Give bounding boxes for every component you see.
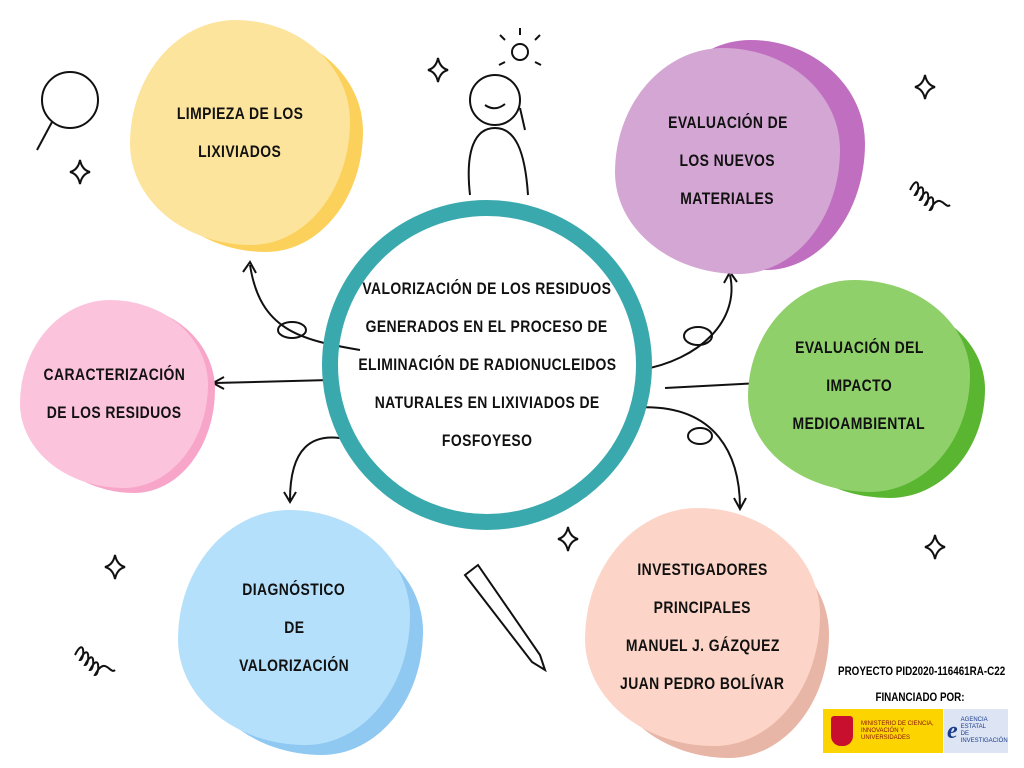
- node-label: VALORIZACIÓN: [239, 655, 349, 675]
- node-diagnostico[interactable]: DIAGNÓSTICO DE VALORIZACIÓN: [178, 510, 428, 755]
- node-caracterizacion[interactable]: CARACTERIZACIÓN DE LOS RESIDUOS: [20, 300, 215, 495]
- coat-of-arms-icon: [831, 716, 853, 746]
- agency-name: AGENCIA ESTATAL DE INVESTIGACIÓN: [960, 717, 1008, 744]
- agency-logo: e AGENCIA ESTATAL DE INVESTIGACIÓN: [944, 709, 1008, 753]
- funded-by-label: FINANCIADO POR:: [875, 690, 965, 704]
- squiggle-icon: [909, 181, 951, 212]
- node-limpieza[interactable]: LIMPIEZA DE LOS LIXIVIADOS: [130, 20, 365, 252]
- node-label: DIAGNÓSTICO: [242, 579, 346, 599]
- arrow-diagnostico: [289, 436, 351, 501]
- arrow-caracterizacion: [214, 379, 331, 384]
- node-impacto[interactable]: EVALUACIÓN DEL IMPACTO MEDIOAMBIENTAL: [748, 280, 988, 500]
- center-line: GENERADOS EN EL PROCESO DE: [365, 317, 608, 336]
- ministry-logo: MINISTERIO DE CIENCIA, INNOVACIÓN Y UNIV…: [823, 709, 943, 753]
- center-line: VALORIZACIÓN DE LOS RESIDUOS: [362, 279, 612, 298]
- node-label: EVALUACIÓN DE: [667, 113, 788, 132]
- center-line: ELIMINACIÓN DE RADIONUCLEIDOS: [357, 355, 617, 374]
- node-label: IMPACTO: [826, 376, 892, 395]
- pencil-icon: [463, 563, 547, 673]
- arrow-impacto: [664, 382, 761, 389]
- node-label: CARACTERIZACIÓN: [43, 365, 185, 384]
- node-label: MEDIOAMBIENTAL: [792, 414, 926, 433]
- node-label: PRINCIPALES: [653, 598, 752, 617]
- person-icon: [467, 74, 529, 196]
- lightbulb-icon: [498, 28, 542, 66]
- node-label: MATERIALES: [680, 189, 775, 208]
- researcher-name: MANUEL J. GÁZQUEZ: [625, 636, 780, 655]
- sparkle-icons: [69, 57, 946, 580]
- ministry-name: MINISTERIO DE CIENCIA, INNOVACIÓN Y UNIV…: [861, 720, 934, 741]
- squiggle-icon: [74, 646, 116, 677]
- researcher-name: JUAN PEDRO BOLÍVAR: [620, 674, 785, 693]
- node-label: DE LOS RESIDUOS: [46, 403, 182, 422]
- magnifier-icon: [36, 71, 99, 151]
- node-label: LIXIVIADOS: [198, 141, 282, 161]
- node-label: EVALUACIÓN DEL: [794, 338, 924, 357]
- node-label: INVESTIGADORES: [637, 560, 768, 579]
- arrow-materiales: [639, 274, 733, 371]
- node-label: LOS NUEVOS: [679, 151, 776, 170]
- node-investigadores[interactable]: INVESTIGADORES PRINCIPALES MANUEL J. GÁZ…: [585, 508, 830, 758]
- project-code: PROYECTO PID2020-116461RA-C22: [838, 664, 1006, 678]
- node-label: LIMPIEZA DE LOS: [176, 103, 304, 123]
- arrow-investigadores: [629, 406, 741, 509]
- node-label: DE: [283, 617, 305, 637]
- agency-emblem-icon: e: [947, 718, 958, 744]
- center-line: NATURALES EN LIXIVIADOS DE: [374, 393, 600, 412]
- node-evaluacion-materiales[interactable]: EVALUACIÓN DE LOS NUEVOS MATERIALES: [615, 40, 865, 275]
- funding-info: PROYECTO PID2020-116461RA-C22 FINANCIADO…: [820, 658, 1020, 710]
- central-topic: VALORIZACIÓN DE LOS RESIDUOS GENERADOS E…: [322, 200, 652, 530]
- center-line: FOSFOYESO: [441, 431, 533, 450]
